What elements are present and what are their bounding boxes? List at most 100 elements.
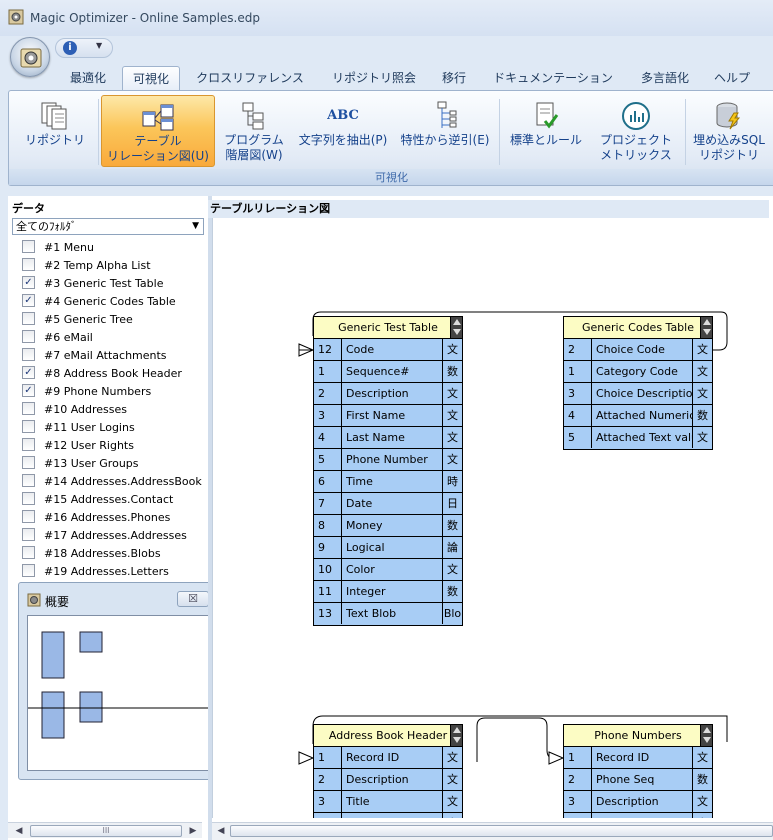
program-hierarchy-button[interactable]: プログラム 階層図(W) xyxy=(219,95,289,167)
folder-select[interactable]: 全てのﾌｫﾙﾀﾞ ▼ xyxy=(12,218,204,235)
qat-dropdown-icon[interactable]: ▼ xyxy=(96,41,103,50)
checkbox-checked[interactable]: ✓ xyxy=(22,294,35,307)
table-list-item[interactable]: ✓#4 Generic Codes Table xyxy=(18,292,208,310)
table-scroll-icon[interactable] xyxy=(700,725,712,746)
table-list-item[interactable]: ✓#3 Generic Test Table xyxy=(18,274,208,292)
table-list-item[interactable]: #11 User Logins xyxy=(18,418,208,436)
standards-rules-button[interactable]: 標準とルール xyxy=(503,95,589,167)
tab-visualize[interactable]: 可視化 xyxy=(122,66,180,90)
table-list-item[interactable]: #7 eMail Attachments xyxy=(18,346,208,364)
extract-strings-button[interactable]: ABC 文字列を抽出(P) xyxy=(295,95,391,167)
checkbox-checked[interactable]: ✓ xyxy=(22,366,35,379)
tab-repository-query[interactable]: リポジトリ照会 xyxy=(331,71,416,85)
table-scroll-icon[interactable] xyxy=(700,317,712,338)
table-list-item[interactable]: #2 Temp Alpha List xyxy=(18,256,208,274)
table-list-item[interactable]: #10 Addresses xyxy=(18,400,208,418)
checkbox[interactable] xyxy=(22,564,35,577)
checkbox[interactable] xyxy=(22,438,35,451)
checkbox[interactable] xyxy=(22,348,35,361)
overview-window[interactable]: 概要 ☒ xyxy=(18,582,218,780)
table-list-item[interactable]: #15 Addresses.Contact xyxy=(18,490,208,508)
checkbox-checked[interactable]: ✓ xyxy=(22,384,35,397)
table-list-item[interactable]: ✓#8 Address Book Header xyxy=(18,364,208,382)
diagram-horizontal-scrollbar[interactable]: ◀ xyxy=(212,822,773,840)
reverse-lookup-button[interactable]: 特性から逆引(E) xyxy=(397,95,493,167)
table-list-item[interactable]: #18 Addresses.Blobs xyxy=(18,544,208,562)
checkbox[interactable] xyxy=(22,456,35,469)
table-relation-diagram-button[interactable]: テーブル リレーション図(U) xyxy=(101,95,215,167)
scroll-left-icon[interactable]: ◀ xyxy=(217,826,225,836)
pane-splitter[interactable] xyxy=(208,196,212,840)
table-list-item[interactable]: #12 User Rights xyxy=(18,436,208,454)
checkbox-checked[interactable]: ✓ xyxy=(22,276,35,289)
left-horizontal-scrollbar[interactable]: ◀ III ▶ xyxy=(8,822,202,838)
overview-minimap[interactable] xyxy=(27,615,210,771)
table-scroll-icon[interactable] xyxy=(450,317,462,338)
checkbox[interactable] xyxy=(22,402,35,415)
checkbox[interactable] xyxy=(22,492,35,505)
tab-optimize[interactable]: 最適化 xyxy=(69,71,106,85)
tab-migration[interactable]: 移行 xyxy=(441,71,466,85)
table-list-item[interactable]: #5 Generic Tree xyxy=(18,310,208,328)
checkbox[interactable] xyxy=(22,240,35,253)
table-list-item[interactable]: #14 Addresses.AddressBook xyxy=(18,472,208,490)
checkbox[interactable] xyxy=(22,528,35,541)
scroll-left-icon[interactable]: ◀ xyxy=(15,826,23,836)
checkbox[interactable] xyxy=(22,546,35,559)
table-list-item[interactable]: #17 Addresses.Addresses xyxy=(18,526,208,544)
tab-help[interactable]: ヘルプ xyxy=(713,71,750,85)
checkbox[interactable] xyxy=(22,420,35,433)
checkbox[interactable] xyxy=(22,258,35,271)
scroll-right-icon[interactable]: ▶ xyxy=(189,826,197,836)
table-list-item[interactable]: #6 eMail xyxy=(18,328,208,346)
table-list-item[interactable]: ✓#9 Phone Numbers xyxy=(18,382,208,400)
checkbox[interactable] xyxy=(22,474,35,487)
project-metrics-button[interactable]: プロジェクト メトリックス xyxy=(593,95,679,167)
field-row[interactable]: 4Phone Type文 xyxy=(564,813,712,818)
scroll-thumb[interactable] xyxy=(230,825,773,837)
tab-documentation[interactable]: ドキュメンテーション xyxy=(493,71,613,85)
table-list-item[interactable]: #1 Menu xyxy=(18,238,208,256)
tab-localization[interactable]: 多言語化 xyxy=(640,71,689,85)
table-list-item[interactable]: #13 User Groups xyxy=(18,454,208,472)
embedded-sql-button[interactable]: 埋め込みSQL リポジトリ xyxy=(689,95,769,167)
tab-cross-reference[interactable]: クロスリファレンス xyxy=(196,71,304,85)
checkbox[interactable] xyxy=(22,330,35,343)
table-list-item[interactable]: #19 Addresses.Letters xyxy=(18,562,208,580)
application-menu-button[interactable] xyxy=(10,37,50,77)
table-list-item[interactable]: #16 Addresses.Phones xyxy=(18,508,208,526)
repository-button[interactable]: リポジトリ xyxy=(15,95,95,167)
overview-close-button[interactable]: ☒ xyxy=(177,591,209,607)
checkbox[interactable] xyxy=(22,510,35,523)
table-scroll-icon[interactable] xyxy=(450,725,462,746)
